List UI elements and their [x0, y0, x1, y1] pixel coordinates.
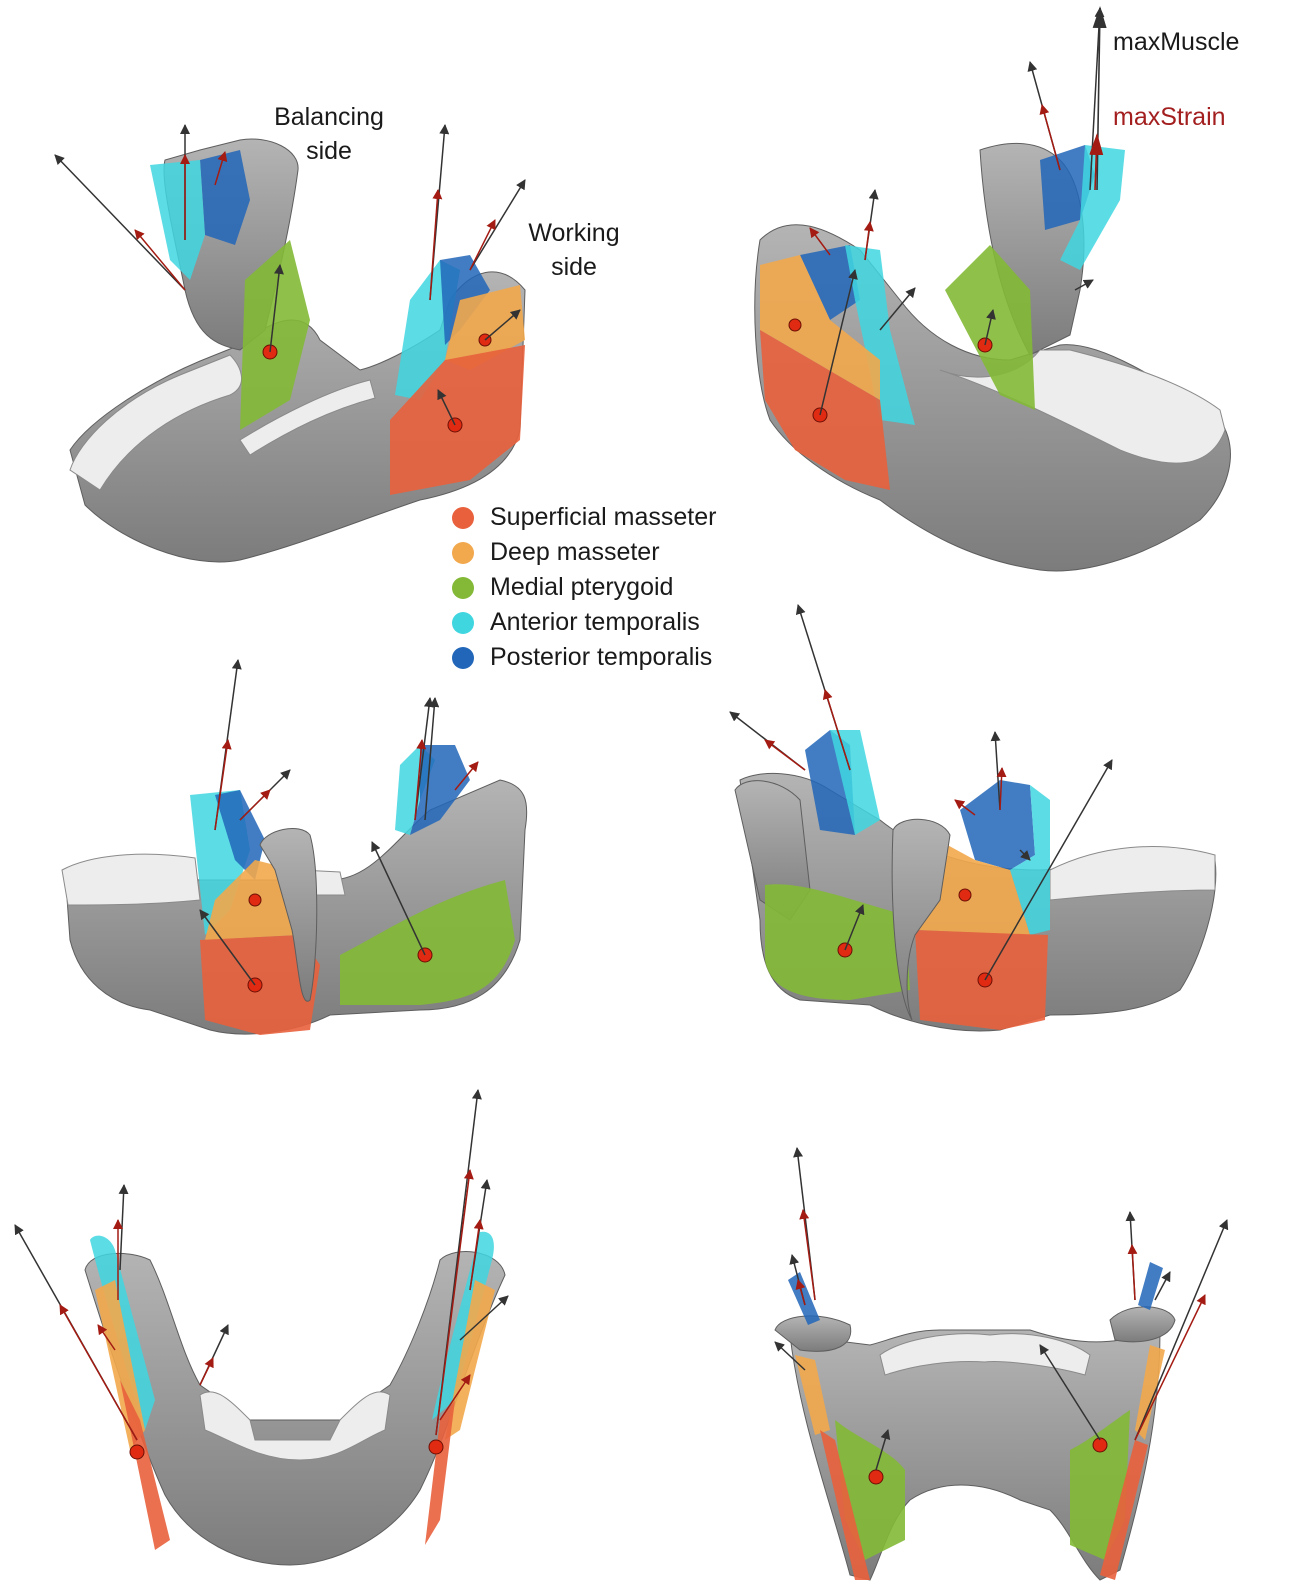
legend-label: Medial pterygoid [490, 573, 673, 602]
teeth-row [62, 854, 200, 905]
attachment-sphere [869, 1470, 883, 1484]
legend-label: Anterior temporalis [490, 608, 700, 637]
legend-item: Superficial masseter [452, 500, 716, 535]
legend-item: Deep masseter [452, 535, 716, 570]
max-strain-arrow [200, 1358, 213, 1385]
attachment-sphere [130, 1445, 144, 1459]
legend-label: Deep masseter [490, 538, 660, 567]
mandible-view-top-right [755, 8, 1231, 571]
mandible-view-middle-right [730, 605, 1216, 1031]
balancing-side-label-line: side [258, 134, 400, 168]
max-muscle-label: maxMuscle [1113, 25, 1239, 59]
legend-item: Posterior temporalis [452, 640, 716, 675]
attachment-sphere [959, 889, 971, 901]
balancing-side-label: Balancing side [258, 100, 400, 168]
working-side-label: Working side [515, 216, 633, 284]
mandible-view-middle-left [62, 660, 527, 1035]
max-strain-arrow [470, 220, 495, 270]
legend-label: Posterior temporalis [490, 643, 712, 672]
working-side-label-line: side [515, 250, 633, 284]
legend-swatch-icon [452, 612, 474, 634]
legend-swatch-icon [452, 507, 474, 529]
mandible-condyle [1110, 1307, 1175, 1342]
legend-item: Anterior temporalis [452, 605, 716, 640]
legend-swatch-icon [452, 647, 474, 669]
mandible-view-top-left [55, 125, 525, 562]
working-side-label-line: Working [515, 216, 633, 250]
posterior-temporalis-region [960, 780, 1035, 870]
mandible-view-bottom-left [15, 1090, 508, 1565]
max-strain-arrow [765, 740, 805, 770]
legend-item: Medial pterygoid [452, 570, 716, 605]
attachment-sphere [1093, 1438, 1107, 1452]
max-strain-label: maxStrain [1113, 100, 1226, 134]
posterior-temporalis-region [1138, 1262, 1163, 1310]
attachment-sphere [429, 1440, 443, 1454]
attachment-sphere [789, 319, 801, 331]
legend-label: Superficial masseter [490, 503, 716, 532]
mandible-view-bottom-right [775, 1148, 1227, 1580]
attachment-sphere [249, 894, 261, 906]
max-strain-arrow [1132, 1245, 1135, 1300]
legend-swatch-icon [452, 542, 474, 564]
balancing-side-label-line: Balancing [258, 100, 400, 134]
legend-swatch-icon [452, 577, 474, 599]
